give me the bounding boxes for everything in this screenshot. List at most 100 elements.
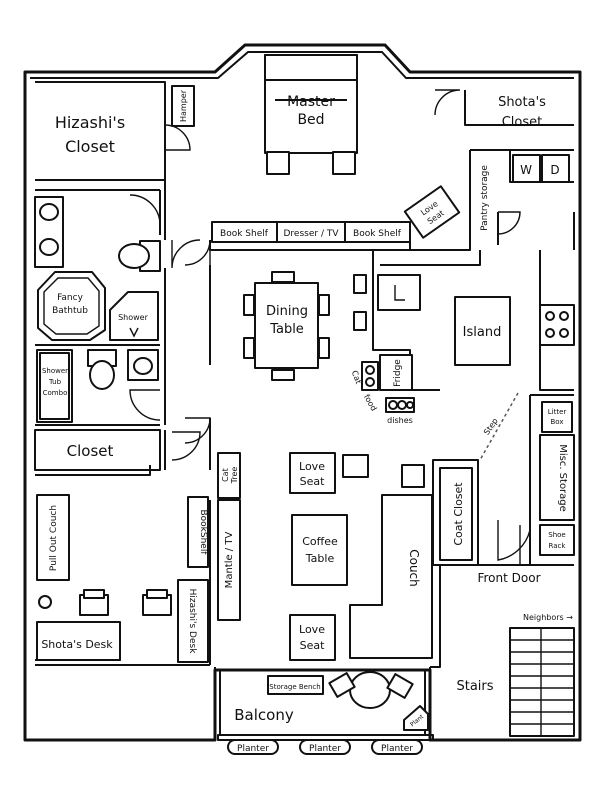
shower: Shower: [109, 291, 159, 341]
master-bed-line1: Master: [287, 94, 335, 110]
plant: Plant: [403, 705, 429, 731]
shoe-rack: Shoe Rack: [539, 524, 575, 556]
dining-table-line1: Dining: [266, 304, 308, 319]
coffee-table-line1: Coffee: [302, 535, 338, 548]
side-tables: [342, 454, 425, 488]
door-swings: [129, 89, 531, 565]
balcony-set: [328, 671, 414, 709]
hizashi-closet-line1: Hizashi's: [55, 113, 125, 132]
shoe-rack-line2: Rack: [549, 542, 567, 550]
shower-tub-combo: Shower Tub Combo: [36, 349, 73, 423]
cat-food-line1: Cat: [350, 369, 363, 385]
fancy-bathtub: Fancy Bathtub: [37, 271, 106, 341]
storage-bench-label: Storage Bench: [269, 683, 320, 691]
island-label: Island: [463, 325, 502, 340]
pantry-storage-label: Pantry storage: [480, 165, 490, 231]
shota-desk-label: Shota's Desk: [41, 638, 113, 651]
love-seat-bedroom: Love Seat: [403, 185, 461, 239]
stairs-label: Stairs: [456, 679, 493, 694]
cat-food-bowls: Cat food: [350, 361, 379, 413]
coat-closet: Coat Closet: [439, 467, 473, 561]
storage-bench: Storage Bench: [267, 675, 324, 695]
hizashi-closet-line2: Closet: [65, 137, 115, 156]
fridge-label: Fridge: [393, 359, 403, 387]
pantry-storage: Pantry storage: [480, 165, 490, 231]
toilet-second: [87, 349, 117, 390]
shoe-rack-line1: Shoe: [548, 531, 565, 539]
hizashi-desk-label: Hizashi's Desk: [187, 589, 197, 655]
shota-desk: Shota's Desk: [36, 621, 121, 661]
love-seat-bottom: Love Seat: [289, 614, 336, 661]
master-bed: Master Bed: [264, 54, 358, 175]
front-door-label: Front Door: [477, 571, 540, 585]
misc-storage: Misc. Storage: [539, 434, 575, 521]
dining-table: Dining Table: [243, 271, 330, 381]
mantle-tv: Mantle / TV: [217, 499, 241, 621]
office-chairs: [38, 589, 172, 616]
step-marker: Step: [479, 392, 519, 461]
couch: Couch: [349, 494, 433, 659]
shota-closet-line2: Closet: [502, 115, 543, 130]
shower-tub-combo-line3: Combo: [43, 389, 68, 397]
planters: Planter Planter Planter: [227, 739, 423, 755]
dishes-label: dishes: [387, 416, 413, 425]
shower-tub-combo-line1: Shower: [42, 367, 68, 375]
planter-3-label: Planter: [381, 744, 413, 754]
island: Island: [454, 296, 511, 366]
book-shelf-left-label: Book Shelf: [220, 229, 269, 239]
litter-box-line1: Litter: [548, 408, 567, 416]
office-bookshelf: BookShelf: [187, 496, 209, 568]
coffee-table: Coffee Table: [291, 514, 348, 586]
litter-box-line2: Box: [550, 418, 563, 426]
office-bookshelf-label: BookShelf: [198, 509, 208, 555]
coffee-table-line2: Table: [305, 552, 335, 565]
fridge: Fridge: [379, 354, 413, 391]
hamper: Hamper: [171, 85, 195, 127]
hamper-label: Hamper: [179, 89, 188, 122]
dresser-tv-label: Dresser / TV: [284, 229, 340, 239]
neighbors-label: Neighbors →: [523, 613, 573, 622]
balcony-label: Balcony: [234, 706, 294, 724]
dishes: dishes: [385, 397, 415, 425]
step-label: Step: [482, 417, 500, 437]
dryer: D: [541, 154, 570, 183]
shower-label: Shower: [118, 313, 149, 322]
love-seat-top-line1: Love: [299, 460, 325, 473]
balcony: Balcony: [234, 706, 294, 724]
pull-out-couch-label: Pull Out Couch: [49, 505, 59, 571]
love-seat-top-line2: Seat: [300, 475, 325, 488]
cat-tree: Cat Tree: [217, 452, 241, 499]
toilet-master: [118, 240, 161, 272]
mantle-tv-label: Mantle / TV: [224, 532, 235, 589]
dining-table-line2: Table: [269, 322, 304, 337]
master-bed-line2: Bed: [297, 112, 324, 128]
coat-closet-label: Coat Closet: [452, 482, 465, 546]
hall-closet: Closet: [67, 442, 114, 460]
pull-out-couch: Pull Out Couch: [36, 494, 70, 581]
litter-box: Litter Box: [541, 401, 573, 433]
washer: W: [512, 154, 541, 183]
stairs: Neighbors → Stairs: [456, 613, 575, 737]
fancy-bathtub-line2: Bathtub: [52, 306, 88, 316]
washer-label: W: [520, 163, 532, 177]
shower-tub-combo-line2: Tub: [48, 378, 62, 386]
hall-closet-label: Closet: [67, 442, 114, 460]
bedroom-furniture-row: Book Shelf Dresser / TV Book Shelf: [211, 221, 411, 243]
fancy-bathtub-line1: Fancy: [57, 293, 84, 303]
bathroom-sinks: [34, 196, 64, 268]
love-seat-bottom-line2: Seat: [300, 639, 325, 652]
stove: [539, 304, 575, 346]
shota-closet-line1: Shota's: [498, 95, 546, 110]
shota-closet: Shota's Closet: [498, 95, 546, 130]
love-seat-bottom-line1: Love: [299, 623, 325, 636]
kitchen-counter: [353, 274, 421, 331]
hizashi-closet-label: Hizashi's Closet: [55, 113, 125, 156]
cat-tree-line1: Cat: [221, 468, 230, 482]
cat-food-line2: food: [362, 393, 379, 413]
book-shelf-right-label: Book Shelf: [353, 229, 402, 239]
dryer-label: D: [550, 163, 559, 177]
planter-1-label: Planter: [237, 744, 269, 754]
bathroom-sink-second: [127, 349, 159, 381]
misc-storage-label: Misc. Storage: [557, 444, 568, 512]
love-seat-top: Love Seat: [289, 452, 336, 494]
